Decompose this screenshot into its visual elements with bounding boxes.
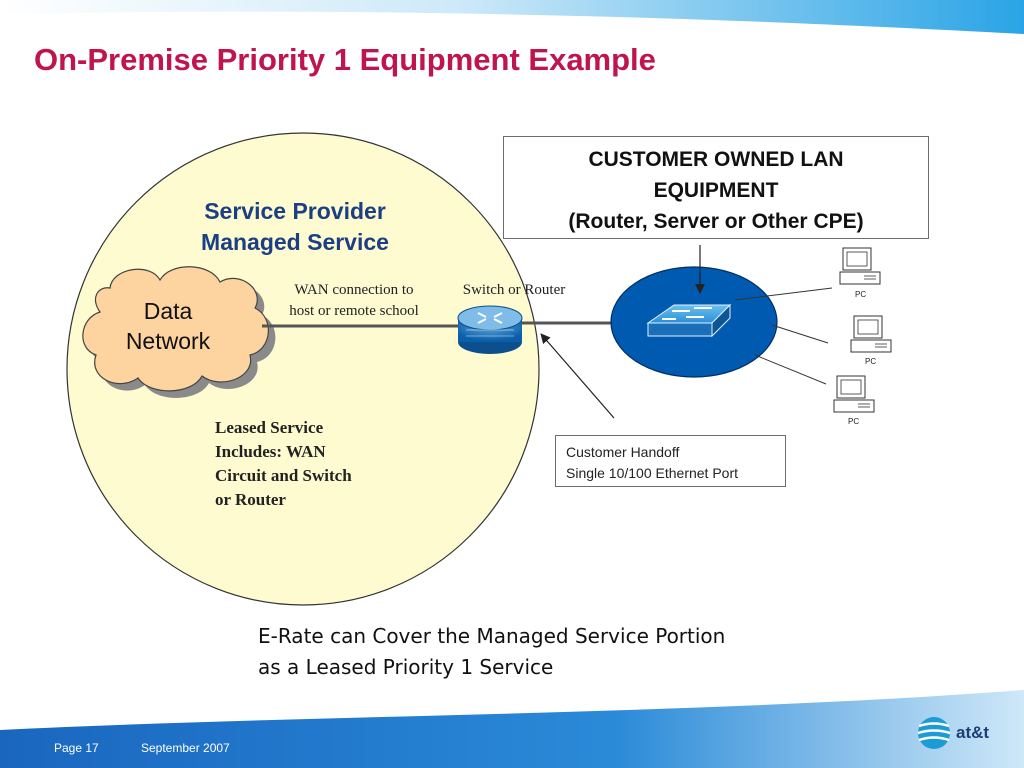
customer-equipment-line2: EQUIPMENT bbox=[653, 179, 779, 202]
erate-note-line1: E-Rate can Cover the Managed Service Por… bbox=[258, 624, 726, 648]
page-number: Page 17 bbox=[54, 741, 99, 755]
pc-label-2: PC bbox=[865, 357, 877, 366]
handoff-line1: Customer Handoff bbox=[566, 444, 680, 460]
customer-equipment-line1: CUSTOMER OWNED LAN bbox=[588, 148, 844, 171]
switch-icon bbox=[646, 303, 732, 338]
switch-router-label: Switch or Router bbox=[462, 282, 566, 298]
pc-icon bbox=[833, 375, 875, 413]
router-icon bbox=[457, 305, 523, 354]
service-provider-circle bbox=[66, 132, 540, 606]
footer-band bbox=[0, 690, 1024, 768]
handoff-arrow bbox=[540, 333, 615, 419]
data-network-line1: Data bbox=[143, 298, 193, 324]
pc-icon bbox=[850, 315, 892, 353]
data-network-cloud bbox=[82, 266, 276, 398]
data-network-line2: Network bbox=[125, 328, 211, 354]
att-logo-text: at&t bbox=[956, 723, 990, 742]
pc-link-3 bbox=[754, 354, 827, 385]
wan-connection-line2: host or remote school bbox=[289, 303, 419, 319]
pc-link-1 bbox=[734, 287, 833, 301]
leased-service-label: Leased Service Includes: WAN Circuit and… bbox=[215, 416, 395, 512]
service-provider-line1: Service Provider bbox=[204, 198, 386, 224]
data-network-label: Data Network bbox=[100, 296, 236, 356]
pc-icon bbox=[839, 247, 881, 285]
pc-link-2 bbox=[771, 324, 829, 344]
slide-title: On-Premise Priority 1 Equipment Example bbox=[34, 42, 656, 77]
leased-service-line2: Includes: WAN bbox=[215, 442, 326, 461]
service-provider-label: Service Provider Managed Service bbox=[150, 196, 440, 258]
customer-equipment-box: CUSTOMER OWNED LAN EQUIPMENT (Router, Se… bbox=[503, 136, 929, 239]
handoff-line2: Single 10/100 Ethernet Port bbox=[566, 465, 739, 481]
footer-date: September 2007 bbox=[141, 741, 230, 755]
customer-handoff-box: Customer Handoff Single 10/100 Ethernet … bbox=[555, 435, 786, 487]
erate-note: E-Rate can Cover the Managed Service Por… bbox=[258, 621, 725, 683]
wan-connection-line1: WAN connection to bbox=[294, 282, 414, 298]
customer-equipment-line3: (Router, Server or Other CPE) bbox=[568, 210, 864, 233]
leased-service-line3: Circuit and Switch bbox=[215, 466, 352, 485]
pc-label-3: PC bbox=[848, 417, 860, 426]
leased-service-line4: or Router bbox=[215, 490, 286, 509]
header-band bbox=[0, 0, 1024, 34]
erate-note-line2: as a Leased Priority 1 Service bbox=[258, 655, 554, 679]
service-provider-line2: Managed Service bbox=[201, 229, 389, 255]
leased-service-line1: Leased Service bbox=[215, 418, 324, 437]
pc-label-1: PC bbox=[855, 290, 867, 299]
wan-connection-label: WAN connection to host or remote school bbox=[265, 280, 443, 322]
att-globe-icon bbox=[917, 717, 951, 749]
